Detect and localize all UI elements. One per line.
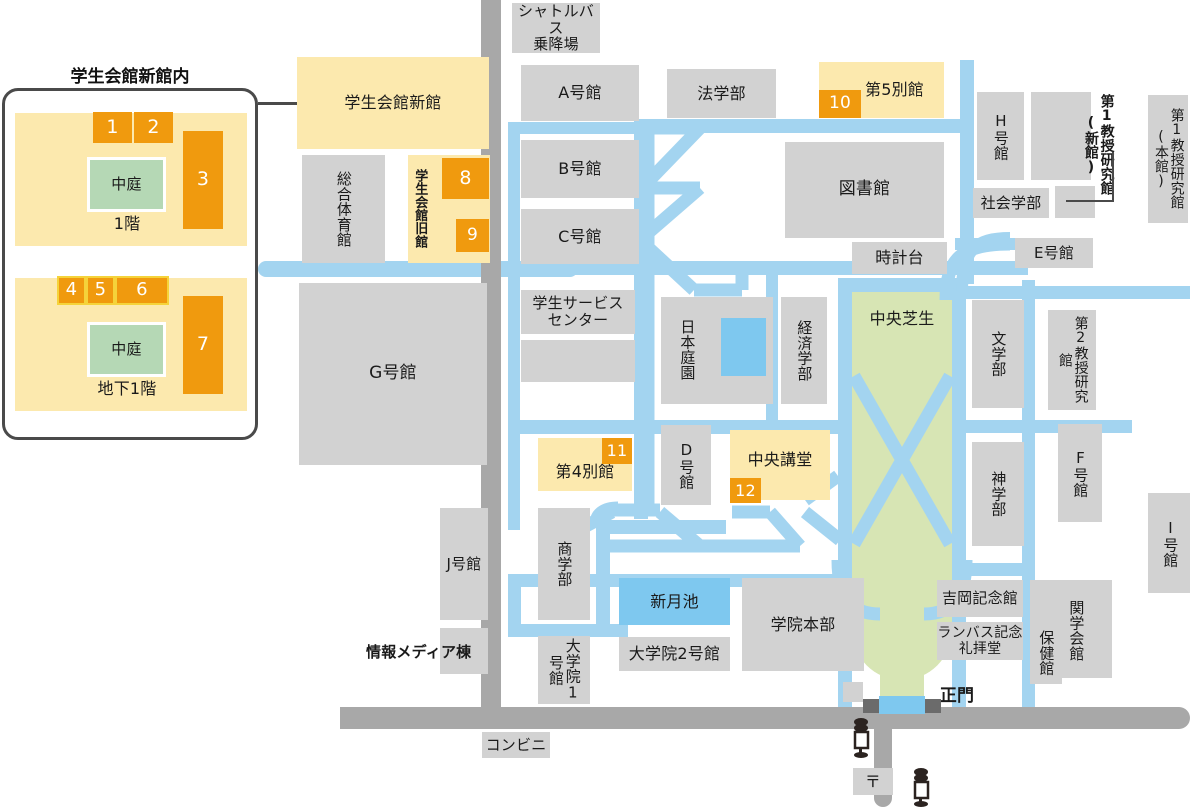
- label-kangaku-kaikan: 関学会館: [1067, 599, 1086, 661]
- building-student-hall-new[interactable]: 学生会館新館: [297, 57, 489, 149]
- building-dai1-kyoju-kenkyukan-honkan[interactable]: 第1教授研究館(本館): [1148, 95, 1188, 223]
- bus-stop-icon: [913, 768, 930, 807]
- label-japanese-garden: 日本庭園: [678, 318, 697, 380]
- building-post-office[interactable]: 〒: [853, 768, 893, 795]
- building-social-faculty[interactable]: 社会学部: [973, 188, 1049, 218]
- inset-marker-1[interactable]: 1: [93, 112, 132, 143]
- building-dai2-kyoju-kenkyukan[interactable]: 第2教授研究館: [1048, 310, 1096, 410]
- inset-marker-4[interactable]: 4: [57, 276, 86, 305]
- map-marker-9[interactable]: 9: [456, 219, 489, 252]
- building-graduate-school-2[interactable]: 大学院2号館: [619, 637, 730, 671]
- building-literature-faculty[interactable]: 文学部: [972, 300, 1024, 408]
- inset-floor-b1f-label: 地下1階: [97, 379, 157, 399]
- building-h-kan[interactable]: H号館: [977, 92, 1024, 180]
- label-central-lawn: 中央芝生: [869, 309, 935, 329]
- building-gatehouse[interactable]: [843, 682, 863, 702]
- building-service-center-annex[interactable]: [521, 340, 635, 382]
- building-f-kan[interactable]: F号館: [1058, 424, 1102, 522]
- main-road-horizontal: [340, 707, 1190, 729]
- building-kyoju-kenkyukan-shinkan-block[interactable]: [1031, 92, 1091, 180]
- building-media-hall[interactable]: [440, 628, 488, 674]
- building-c-kan[interactable]: C号館: [521, 209, 639, 264]
- inset-floor-1f-label: 1階: [113, 214, 141, 234]
- building-yoshioka-memorial[interactable]: 吉岡記念館: [937, 580, 1023, 617]
- inset-courtyard-1f: 中庭: [87, 157, 166, 212]
- building-e-kan[interactable]: E号館: [1015, 238, 1093, 268]
- gate-pier-left: [863, 699, 879, 713]
- building-clock-tower[interactable]: 時計台: [852, 242, 947, 274]
- inset-title: 学生会館新館内: [70, 67, 190, 87]
- building-shuttle-bus-stop[interactable]: シャトルバス 乗降場: [512, 2, 600, 53]
- label-main-gate: 正門: [939, 686, 975, 707]
- leader-line-kyoju-shinkan: [1066, 200, 1114, 202]
- pond-shingetsu[interactable]: 新月池: [619, 578, 730, 625]
- inset-marker-3[interactable]: 3: [183, 131, 223, 229]
- building-lambuth-chapel[interactable]: ランバス記念 礼拝堂: [937, 622, 1023, 660]
- building-law-faculty[interactable]: 法学部: [667, 69, 776, 118]
- map-marker-10[interactable]: 10: [819, 90, 861, 118]
- building-i-kan[interactable]: I号館: [1148, 493, 1190, 593]
- inset-marker-2[interactable]: 2: [134, 112, 173, 143]
- label-dai1-kyoju-kenkyukan-shinkan: 第1教授研究館(新館): [1083, 94, 1115, 196]
- building-theology-faculty[interactable]: 神学部: [972, 442, 1024, 546]
- building-d-kan[interactable]: D号館: [661, 425, 711, 505]
- leader-line-kyoju-shinkan-v: [1112, 152, 1114, 202]
- inset-courtyard-b1f: 中庭: [87, 322, 166, 377]
- building-g-kan[interactable]: G号館: [299, 283, 487, 465]
- building-j-kan[interactable]: J号館: [440, 508, 488, 620]
- inset-leader-line: [258, 102, 320, 105]
- map-marker-12[interactable]: 12: [730, 478, 761, 503]
- building-graduate-school-1[interactable]: 大学院1号館: [538, 636, 590, 704]
- building-convenience-store[interactable]: コンビニ: [482, 732, 550, 758]
- building-health-center[interactable]: 保健館: [1030, 622, 1062, 684]
- building-media-hall-label: 情報メディア棟: [366, 642, 472, 661]
- inset-floor-b1f: 4 5 6 7 中庭 地下1階: [15, 276, 247, 411]
- gate-pier-right: [925, 699, 941, 713]
- map-marker-11[interactable]: 11: [602, 438, 632, 464]
- building-commerce-faculty[interactable]: 商学部: [538, 508, 590, 620]
- building-kyoju-kenkyukan-shinkan-annex[interactable]: [1055, 186, 1095, 218]
- building-dai4-bekkan[interactable]: 第4別館: [538, 438, 632, 491]
- inset-marker-5[interactable]: 5: [86, 276, 115, 305]
- map-marker-8[interactable]: 8: [442, 158, 489, 199]
- building-a-kan[interactable]: A号館: [521, 65, 639, 121]
- building-economics-faculty[interactable]: 経済学部: [781, 297, 827, 404]
- inset-panel-student-hall-new-building: 1 2 3 中庭 1階 4 5 6 7 中庭 地下1階: [2, 88, 258, 440]
- gate-path: [879, 696, 925, 714]
- japanese-garden-pond: [721, 318, 766, 376]
- inset-marker-6[interactable]: 6: [115, 276, 169, 305]
- building-institute-headquarters[interactable]: 学院本部: [742, 578, 864, 671]
- inset-floor-1f: 1 2 3 中庭 1階: [15, 112, 247, 246]
- building-gymnasium[interactable]: 総合体育館: [302, 155, 385, 263]
- building-student-hall-old-label: 学生会館旧館: [412, 169, 428, 249]
- building-b-kan[interactable]: B号館: [521, 140, 639, 198]
- inset-marker-7[interactable]: 7: [183, 296, 223, 394]
- building-library[interactable]: 図書館: [785, 142, 944, 238]
- building-student-service-center[interactable]: 学生サービス センター: [521, 290, 635, 334]
